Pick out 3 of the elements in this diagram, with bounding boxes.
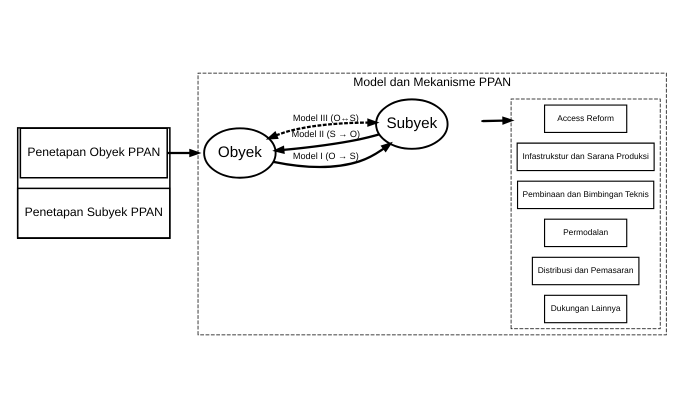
edge-label: Model II (S → O)	[292, 128, 360, 138]
edge-label: Model III (O↔S)	[292, 112, 359, 122]
edge-label: Model I (O → S)	[292, 150, 359, 160]
